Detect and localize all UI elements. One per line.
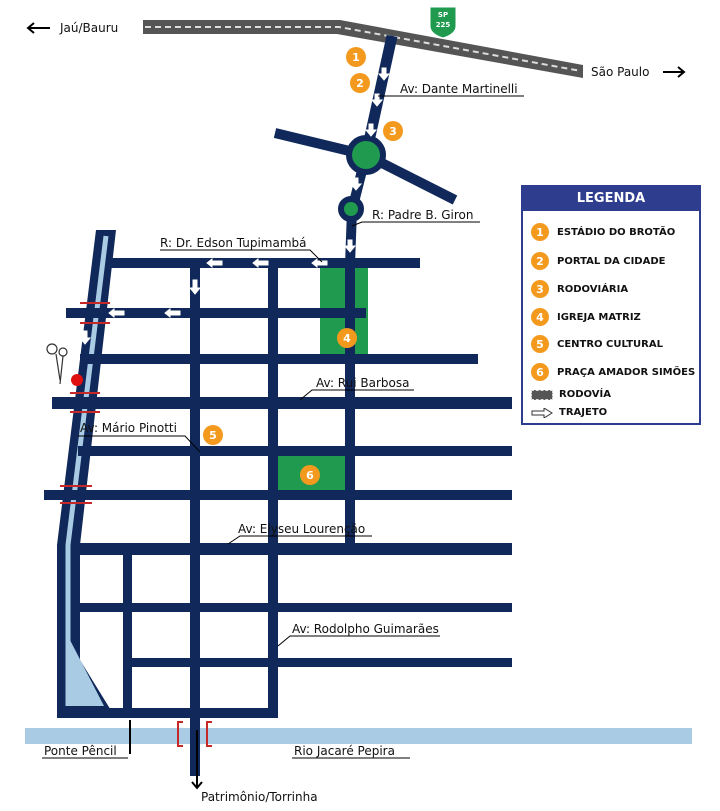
legend-marker-2: 2 <box>531 252 549 270</box>
label-jau-bauru: Jaú/Bauru <box>59 21 118 35</box>
svg-text:1: 1 <box>352 51 360 64</box>
street-mario: Av: Mário Pinotti <box>80 421 177 435</box>
marker-3: 3 <box>383 121 403 141</box>
highway-sp225 <box>143 20 583 78</box>
legend-item-rodovia: RODOVÍA <box>531 389 611 400</box>
badge-line1: SP <box>438 11 448 19</box>
svg-text:3: 3 <box>389 125 397 138</box>
svg-text:2: 2 <box>356 77 364 90</box>
legend-label-5: CENTRO CULTURAL <box>557 338 663 350</box>
legend-item-6: 6 PRAÇA AMADOR SIMÕES <box>531 363 695 381</box>
legend-label-4: IGREJA MATRIZ <box>557 311 641 323</box>
legend-label-2: PORTAL DA CIDADE <box>557 255 666 267</box>
direction-arrows <box>26 22 686 790</box>
legend-marker-1: 1 <box>531 223 549 241</box>
svg-text:4: 4 <box>343 332 351 345</box>
legend-label-trajeto: TRAJETO <box>559 407 608 418</box>
legend-item-4: 4 IGREJA MATRIZ <box>531 308 641 326</box>
marker-2: 2 <box>350 73 370 93</box>
roundabout-2 <box>338 196 364 222</box>
wrench-icon <box>46 343 68 385</box>
svg-text:6: 6 <box>306 469 314 482</box>
roundabout-1 <box>346 135 386 175</box>
legend-item-2: 2 PORTAL DA CIDADE <box>531 252 665 270</box>
street-rui: Av: Rui Barbosa <box>316 376 409 390</box>
street-giron: R: Padre B. Giron <box>372 208 473 222</box>
label-destino: Patrimônio/Torrinha <box>201 790 318 804</box>
legend-label-6: PRAÇA AMADOR SIMÕES <box>557 366 696 378</box>
legend-label-1: ESTÁDIO DO BROTÃO <box>557 226 676 238</box>
legend-marker-5: 5 <box>531 335 549 353</box>
legend-marker-3: 3 <box>531 280 549 298</box>
rodovia-swatch <box>531 389 553 400</box>
street-dante: Av: Dante Martinelli <box>400 82 518 96</box>
legend-item-1: 1 ESTÁDIO DO BROTÃO <box>531 223 675 241</box>
street-elyseu: Av: Elyseu Lourenção <box>238 522 365 536</box>
legend-label-3: RODOVIÁRIA <box>557 283 629 295</box>
label-sao-paulo: São Paulo <box>591 65 649 79</box>
marker-6: 6 <box>300 465 320 485</box>
legend-label-rodovia: RODOVÍA <box>559 389 611 400</box>
legend-title: LEGENDA <box>523 187 699 211</box>
rail-corridor <box>57 230 116 712</box>
legend-panel: LEGENDA 1 ESTÁDIO DO BROTÃO 2 PORTAL DA … <box>521 185 701 425</box>
marker-4: 4 <box>337 328 357 348</box>
legend-marker-6: 6 <box>531 363 549 381</box>
highway-badge-icon <box>429 6 457 39</box>
legend-item-trajeto: TRAJETO <box>531 407 607 418</box>
street-edson: R: Dr. Edson Tupimambá <box>160 236 307 250</box>
legend-marker-4: 4 <box>531 308 549 326</box>
marker-1: 1 <box>346 47 366 67</box>
river <box>25 728 692 744</box>
rail-plaza <box>70 640 104 706</box>
legend-item-3: 3 RODOVIÁRIA <box>531 280 628 298</box>
label-rio: Rio Jacaré Pepira <box>294 744 395 758</box>
legend-item-5: 5 CENTRO CULTURAL <box>531 335 663 353</box>
svg-text:5: 5 <box>209 429 217 442</box>
rail-line-inner <box>65 235 109 706</box>
street-rodolpho: Av: Rodolpho Guimarães <box>292 622 439 636</box>
label-ponte: Ponte Pêncil <box>44 744 117 758</box>
trajeto-arrow-icon <box>531 407 553 418</box>
route-arrows <box>78 67 391 345</box>
location-pin <box>71 374 83 386</box>
bridge-ticks <box>60 302 212 747</box>
badge-line2: 225 <box>436 21 451 29</box>
marker-5: 5 <box>203 425 223 445</box>
label-lines <box>42 95 524 759</box>
